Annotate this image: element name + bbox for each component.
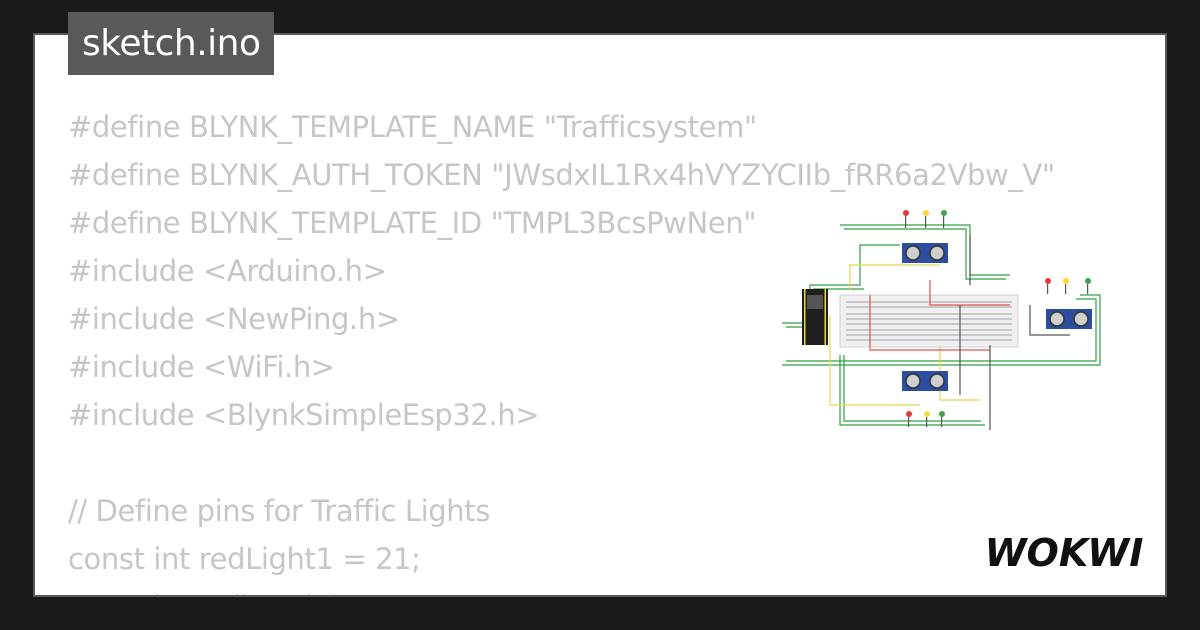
code-line-blank bbox=[68, 439, 1055, 487]
traffic-light-leds bbox=[903, 210, 947, 228]
code-line: #define BLYNK_TEMPLATE_ID "TMPL3BcsPwNen… bbox=[68, 206, 757, 240]
traffic-light-leds bbox=[1045, 278, 1091, 294]
wokwi-logo: WOKWI bbox=[978, 528, 1150, 576]
svg-text:WOKWI: WOKWI bbox=[985, 531, 1144, 575]
code-line: #define BLYNK_AUTH_TOKEN "JWsdxIL1Rx4hVY… bbox=[68, 158, 1055, 192]
code-line: // Define pins for Traffic Lights bbox=[68, 494, 490, 528]
code-line: #include <WiFi.h> bbox=[68, 350, 335, 384]
bottom-frame bbox=[33, 597, 1167, 630]
code-line: #include <Arduino.h> bbox=[68, 254, 387, 288]
code-line: #define BLYNK_TEMPLATE_NAME "Trafficsyst… bbox=[68, 110, 757, 144]
code-listing: #define BLYNK_TEMPLATE_NAME "Trafficsyst… bbox=[68, 103, 1055, 595]
code-line: const int yellowLight1 = 19; bbox=[68, 583, 1055, 595]
code-line: #include <BlynkSimpleEsp32.h> bbox=[68, 398, 540, 432]
ultrasonic-sensor bbox=[902, 243, 948, 263]
ultrasonic-sensor bbox=[1046, 309, 1092, 329]
code-line: #include <NewPing.h> bbox=[68, 302, 400, 336]
ultrasonic-sensor bbox=[902, 371, 948, 391]
wokwi-logo-icon: WOKWI bbox=[985, 531, 1144, 575]
traffic-light-leds bbox=[906, 411, 945, 427]
code-line: const int redLight1 = 21; bbox=[68, 542, 421, 576]
circuit-diagram bbox=[782, 210, 1101, 430]
file-tab[interactable]: sketch.ino bbox=[68, 12, 275, 75]
